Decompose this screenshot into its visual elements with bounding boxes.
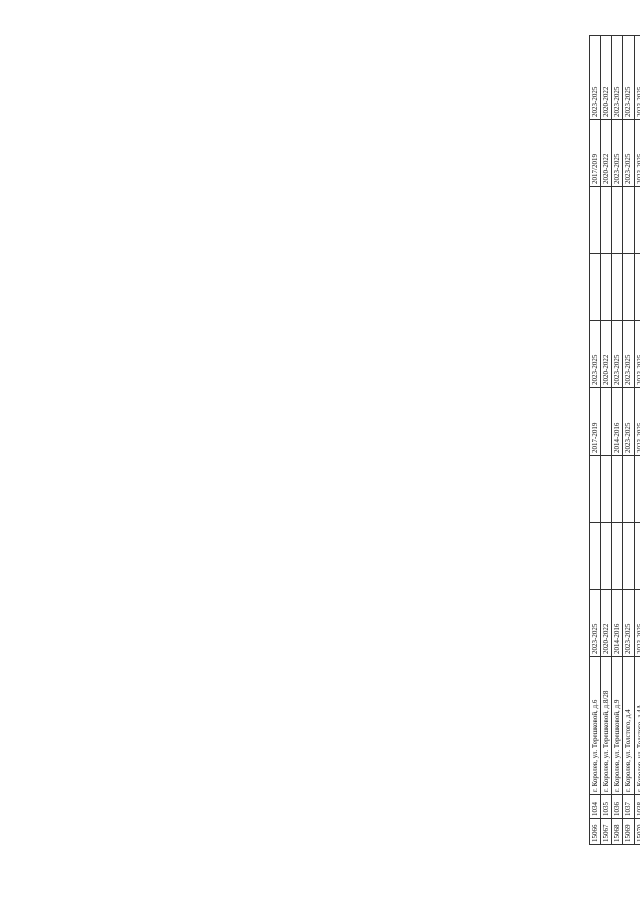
period-cell: 2023-2025 (634, 589, 640, 657)
period-cell (622, 455, 635, 523)
period-cell (589, 455, 601, 523)
period-cell (622, 253, 635, 321)
period-cell: 2023-2025 (611, 119, 623, 187)
period-cell: 2017/2019 (589, 119, 601, 187)
period-cell (600, 186, 612, 254)
period-cell (634, 455, 640, 523)
period-cell: 2023-2025 (589, 589, 601, 657)
period-cell (600, 455, 612, 523)
period-cell (600, 387, 612, 456)
period-cell (600, 522, 612, 590)
period-cell (634, 253, 640, 321)
period-cell (611, 253, 623, 321)
period-cell: 2023-2025 (634, 320, 640, 388)
period-cell (611, 522, 623, 590)
period-cell (600, 253, 612, 321)
period-cell: 2023-2025 (589, 320, 601, 388)
period-cell (634, 186, 640, 254)
period-cell: 2023-2025 (634, 119, 640, 187)
period-cell (589, 253, 601, 321)
address-cell: г. Королев, ул. Толстого, д.4 (622, 656, 635, 795)
id-cell: 1035 (600, 794, 612, 819)
period-cell: 2017-2019 (589, 387, 601, 456)
period-cell (589, 522, 601, 590)
period-cell: 2023-2025 (622, 35, 635, 120)
period-cell (611, 455, 623, 523)
period-cell (622, 522, 635, 590)
id-cell: 1037 (622, 794, 635, 819)
address-cell: г. Королев, ул. Толстого, д.4А (634, 656, 640, 795)
address-cell: г. Королев, ул. Терешковой, д.6 (589, 656, 601, 795)
address-cell: г. Королев, ул. Терешковой, д.8/28 (600, 656, 612, 795)
period-cell: 2020-2022 (600, 320, 612, 388)
id-cell: 1036 (611, 794, 623, 819)
period-cell: 2023-2025 (611, 320, 623, 388)
period-cell: 2014-2016 (611, 589, 623, 657)
id-cell: 1034 (589, 794, 601, 819)
period-cell (634, 522, 640, 590)
id-cell: 15067 (600, 818, 612, 845)
address-cell: г. Королев, ул. Терешковой, д.9 (611, 656, 623, 795)
period-cell: 2023-2025 (589, 35, 601, 120)
period-cell: 2023-2025 (622, 119, 635, 187)
period-cell: 2023-2025 (634, 35, 640, 120)
id-cell: 15070 (634, 818, 640, 845)
id-cell: 15066 (589, 818, 601, 845)
period-cell: 2014-2016 (611, 387, 623, 456)
period-cell: 2023-2025 (622, 320, 635, 388)
id-cell: 1038 (634, 794, 640, 819)
period-cell (611, 186, 623, 254)
period-cell (589, 186, 601, 254)
period-cell: 2023-2025 (634, 387, 640, 456)
id-cell: 15069 (622, 818, 635, 845)
period-cell: 2020-2022 (600, 589, 612, 657)
period-cell: 2020-2022 (600, 119, 612, 187)
period-cell: 2023-2025 (622, 387, 635, 456)
period-cell (622, 186, 635, 254)
period-cell: 2023-2025 (611, 35, 623, 120)
id-cell: 15068 (611, 818, 623, 845)
period-cell: 2020-2022 (600, 35, 612, 120)
period-cell: 2023-2025 (622, 589, 635, 657)
